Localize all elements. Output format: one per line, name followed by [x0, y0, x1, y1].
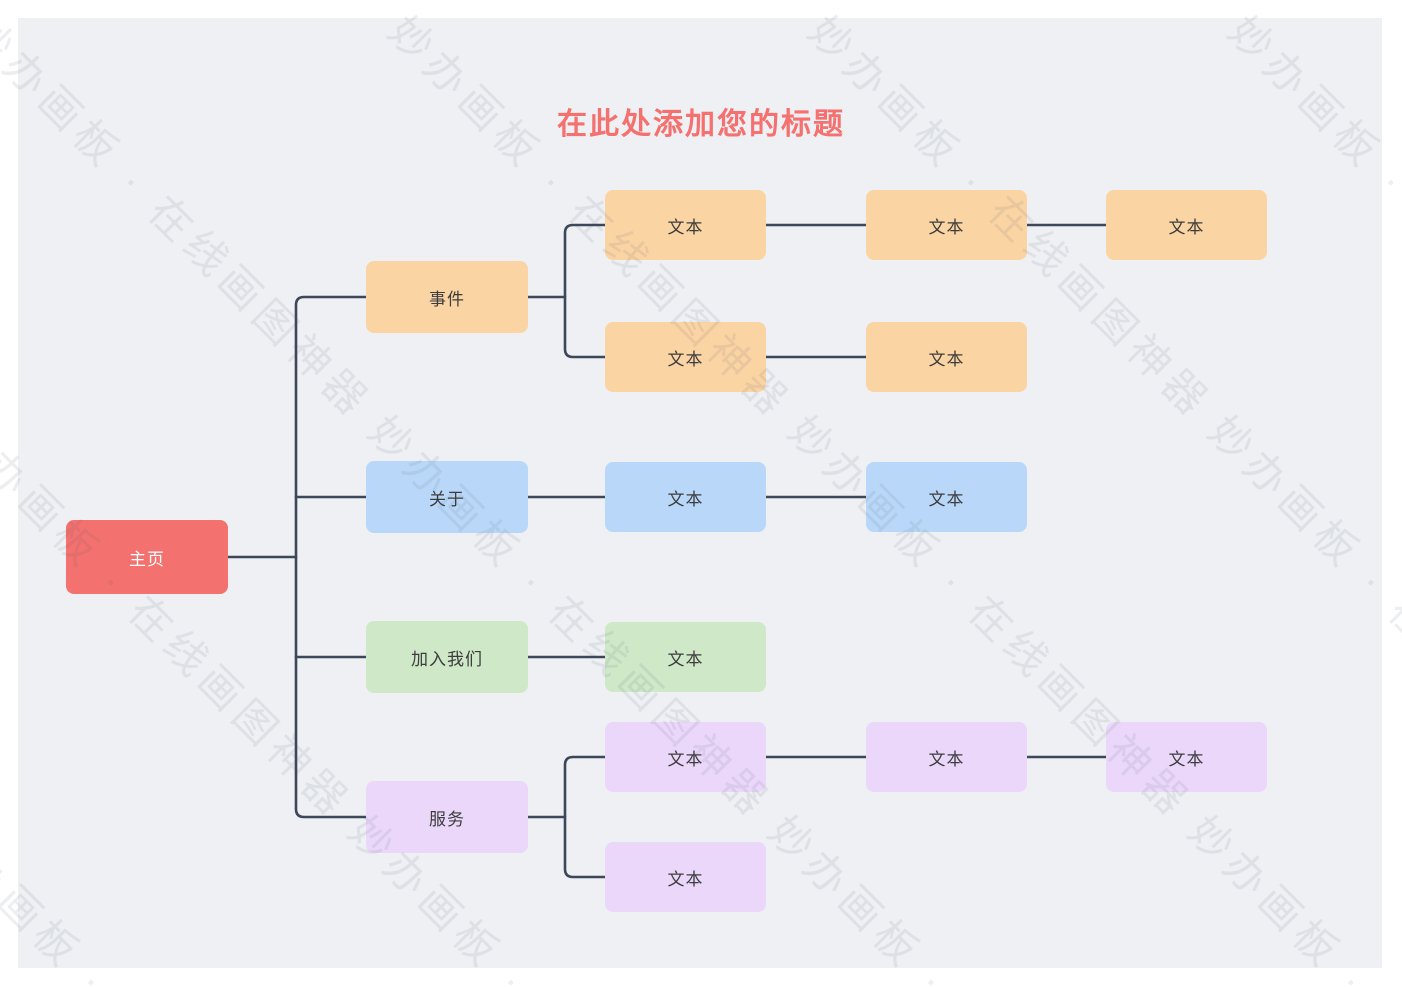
- node-events-text-1[interactable]: 文本: [605, 190, 766, 260]
- node-join-us-text-1[interactable]: 文本: [605, 622, 766, 692]
- node-services-text-3[interactable]: 文本: [1106, 722, 1267, 792]
- node-services-text-2[interactable]: 文本: [866, 722, 1027, 792]
- node-home[interactable]: 主页: [66, 520, 228, 594]
- node-about-text-2[interactable]: 文本: [866, 462, 1027, 532]
- node-about-text-1[interactable]: 文本: [605, 462, 766, 532]
- edge-services-fan: [563, 755, 607, 879]
- edge-main-trunk: [294, 295, 368, 819]
- node-join-us[interactable]: 加入我们: [366, 621, 528, 693]
- node-events[interactable]: 事件: [366, 261, 528, 333]
- node-services-text-1[interactable]: 文本: [605, 722, 766, 792]
- node-services-text-4[interactable]: 文本: [605, 842, 766, 912]
- node-events-text-2[interactable]: 文本: [866, 190, 1027, 260]
- node-events-text-5[interactable]: 文本: [866, 322, 1027, 392]
- diagram-title[interactable]: 在此处添加您的标题: [557, 108, 845, 141]
- node-events-text-3[interactable]: 文本: [1106, 190, 1267, 260]
- edge-events-fan: [563, 223, 607, 359]
- node-about[interactable]: 关于: [366, 461, 528, 533]
- node-events-text-4[interactable]: 文本: [605, 322, 766, 392]
- node-services[interactable]: 服务: [366, 781, 528, 853]
